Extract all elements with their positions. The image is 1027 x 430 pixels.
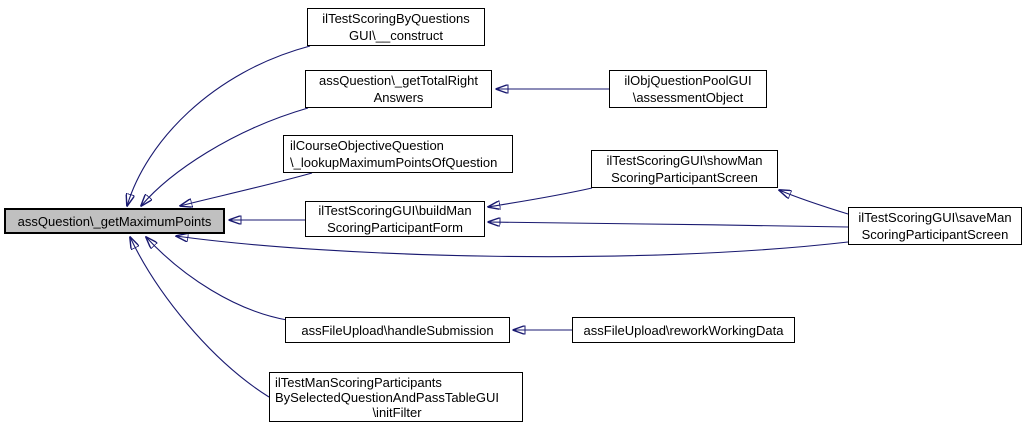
node-label-line: BySelectedQuestionAndPassTableGUI [275, 389, 500, 405]
node-ilobjquestionpoolgui-assessmentobject[interactable]: ilObjQuestionPoolGUI \assessmentObject [609, 70, 767, 108]
node-label-line: ScoringParticipantScreen [861, 227, 1009, 242]
node-label-line: ilTestScoringGUI\buildMan [318, 203, 472, 218]
edge-handle-submission-to-main [146, 237, 288, 321]
node-label-line: ilTestScoringGUI\saveMan [858, 210, 1012, 225]
node-iltestscoringgui-buildmanscoringparticipantform[interactable]: ilTestScoringGUI\buildMan ScoringPartici… [305, 201, 485, 237]
node-assfileupload-handlesubmission[interactable]: assFileUpload\handleSubmission [285, 317, 510, 343]
node-label-line: ilTestManScoringParticipants [275, 374, 442, 390]
node-label-line: ilTestScoringByQuestions [322, 11, 470, 26]
node-label-line: Answers [373, 90, 424, 105]
edge-save-man-to-main [176, 236, 849, 258]
edge-init-filter-to-main [130, 237, 270, 398]
node-iltestscoringgui-savemanscoringparticipantscreen[interactable]: ilTestScoringGUI\saveMan ScoringParticip… [848, 207, 1022, 245]
node-iltestscoringbyquestionsgui-construct[interactable]: ilTestScoringByQuestions GUI\__construct [307, 8, 485, 46]
node-label-line: ilCourseObjectiveQuestion [290, 138, 444, 153]
edge-save-man-to-show-man [779, 190, 849, 215]
node-label-line: \assessmentObject [632, 90, 744, 105]
node-label-line: assFileUpload\reworkWorkingData [583, 322, 784, 338]
edge-construct-to-main [127, 45, 311, 206]
node-label-line: \initFilter [372, 404, 422, 420]
node-assquestion-gettotalrightanswers[interactable]: assQuestion\_getTotalRight Answers [305, 70, 492, 108]
node-label-line: GUI\__construct [349, 28, 443, 43]
node-iltestmanscoringparticipantstablegui-initfilter[interactable]: ilTestManScoringParticipants BySelectedQ… [269, 372, 523, 422]
node-label-line: assQuestion\_getTotalRight [319, 73, 478, 88]
node-label-line: assQuestion\_getMaximumPoints [17, 213, 212, 229]
edge-lookup-max-to-main [180, 172, 313, 206]
node-iltestscoringgui-showmanscoringparticipantscreen[interactable]: ilTestScoringGUI\showMan ScoringParticip… [591, 150, 778, 188]
edge-show-man-to-build-man [488, 187, 593, 207]
node-label-line: ScoringParticipantForm [327, 220, 463, 235]
edge-get-total-right-to-main [141, 107, 309, 206]
node-label-line: ScoringParticipantScreen [611, 170, 758, 185]
edge-save-man-to-build-man [488, 222, 849, 228]
node-ilcourseobjectivequestion-lookupmaximumpoints[interactable]: ilCourseObjectiveQuestion \_lookupMaximu… [283, 135, 513, 173]
node-label-line: ilObjQuestionPoolGUI [624, 73, 752, 88]
node-assquestion-getmaximumpoints: assQuestion\_getMaximumPoints [4, 208, 225, 234]
node-assfileupload-reworkworkingdata[interactable]: assFileUpload\reworkWorkingData [572, 317, 795, 343]
node-label-line: \_lookupMaximumPointsOfQuestion [290, 155, 498, 170]
node-label-line: ilTestScoringGUI\showMan [606, 153, 763, 168]
node-label-line: assFileUpload\handleSubmission [301, 322, 494, 338]
